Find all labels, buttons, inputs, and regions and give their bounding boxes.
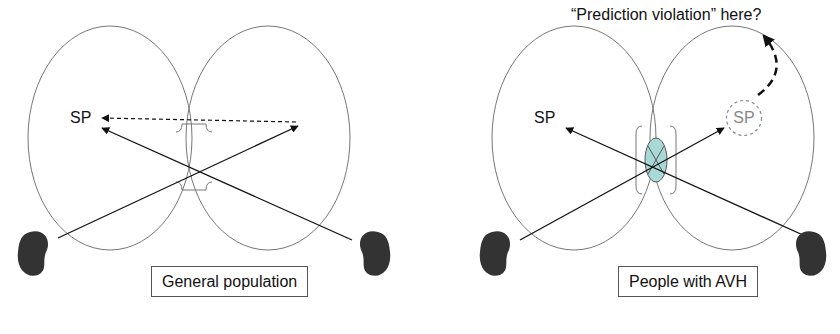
left-hemisphere <box>28 26 192 250</box>
ear <box>18 231 48 276</box>
callosum-bracket <box>670 126 676 194</box>
violation-arrow <box>758 36 777 95</box>
caption-box: General population <box>151 266 308 297</box>
node-text: SP <box>733 108 754 127</box>
auditory-pathway <box>566 128 814 240</box>
right-hemisphere <box>186 26 350 250</box>
dashed-arrow <box>102 118 296 122</box>
ear <box>360 231 390 276</box>
dashed-outline <box>727 101 762 136</box>
dashed-circle: SP <box>725 99 763 137</box>
auditory-pathway <box>520 128 724 240</box>
left-hemisphere <box>492 26 656 250</box>
auditory-pathway <box>102 128 352 240</box>
callosum-bracket <box>176 124 212 132</box>
node-text: People with AVH <box>629 272 747 291</box>
callosum-block <box>645 138 667 182</box>
sp-label: SP <box>534 108 555 127</box>
auditory-pathway <box>58 126 298 238</box>
sp-label: SP <box>70 108 91 127</box>
node-text: General population <box>162 272 297 291</box>
callosum-bracket <box>176 182 212 190</box>
right-hemisphere <box>650 26 814 250</box>
caption-box: People with AVH <box>618 266 758 297</box>
ear <box>480 231 510 276</box>
annotation: “Prediction violation” here? <box>571 5 761 24</box>
ear <box>796 231 826 276</box>
block-cross <box>648 146 664 174</box>
